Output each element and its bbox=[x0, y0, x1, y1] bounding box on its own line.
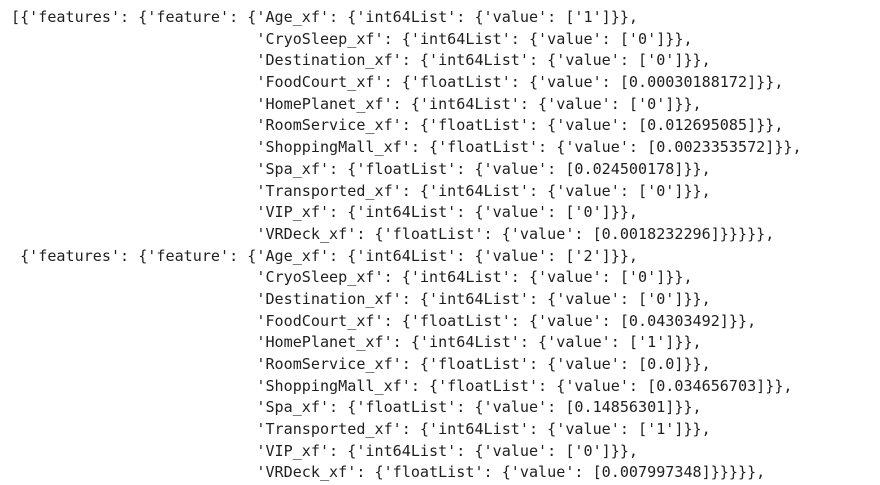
output-line: 'VIP_xf': {'int64List': {'value': ['0']}… bbox=[11, 203, 639, 222]
output-line: 'Destination_xf': {'int64List': {'value'… bbox=[11, 289, 711, 308]
output-line: 'FoodCourt_xf': {'floatList': {'value': … bbox=[11, 311, 757, 330]
output-line: 'HomePlanet_xf': {'int64List': {'value':… bbox=[11, 94, 702, 113]
output-line: 'FoodCourt_xf': {'floatList': {'value': … bbox=[11, 73, 784, 92]
output-line: 'Destination_xf': {'int64List': {'value'… bbox=[11, 51, 711, 70]
output-line: 'VIP_xf': {'int64List': {'value': ['0']}… bbox=[11, 441, 639, 460]
output-line: 'VRDeck_xf': {'floatList': {'value': [0.… bbox=[11, 463, 766, 482]
output-line: 'CryoSleep_xf': {'int64List': {'value': … bbox=[11, 29, 693, 48]
output-line: 'Spa_xf': {'floatList': {'value': [0.148… bbox=[11, 398, 702, 417]
output-line: 'RoomService_xf': {'floatList': {'value'… bbox=[11, 116, 784, 135]
output-line: [{'features': {'feature': {'Age_xf': {'i… bbox=[11, 8, 639, 26]
output-line: 'Spa_xf': {'floatList': {'value': [0.024… bbox=[11, 159, 711, 178]
output-line: 'RoomService_xf': {'floatList': {'value'… bbox=[11, 355, 711, 373]
output-line: {'features': {'feature': {'Age_xf': {'in… bbox=[11, 246, 639, 265]
output-line: 'Transported_xf': {'int64List': {'value'… bbox=[11, 181, 711, 200]
output-line: 'CryoSleep_xf': {'int64List': {'value': … bbox=[11, 268, 693, 287]
output-line: 'Transported_xf': {'int64List': {'value'… bbox=[11, 420, 711, 439]
output-line: 'VRDeck_xf': {'floatList': {'value': [0.… bbox=[11, 224, 775, 243]
output-line: 'ShoppingMall_xf': {'floatList': {'value… bbox=[11, 138, 802, 157]
output-line: 'HomePlanet_xf': {'int64List': {'value':… bbox=[11, 333, 702, 352]
output-line: 'ShoppingMall_xf': {'floatList': {'value… bbox=[11, 376, 793, 395]
